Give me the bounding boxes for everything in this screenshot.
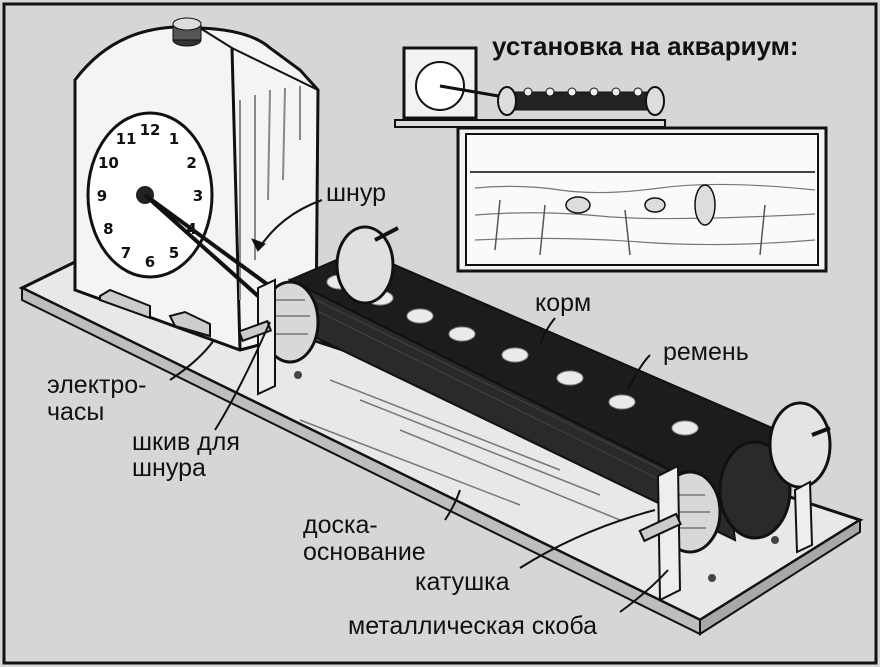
clock-leader bbox=[169, 339, 215, 381]
clock-numeral: 1 bbox=[169, 130, 179, 148]
clock-numeral: 2 bbox=[186, 154, 196, 172]
label-clock-line1: электро- bbox=[47, 371, 147, 399]
label-reel: катушка bbox=[415, 568, 510, 596]
belt-leader bbox=[627, 354, 651, 391]
label-board-line1: доска- bbox=[303, 511, 378, 539]
board-leader bbox=[444, 489, 461, 521]
clock-numeral: 6 bbox=[145, 253, 155, 271]
feed-portion bbox=[406, 308, 434, 324]
pulley-leader bbox=[214, 321, 271, 431]
label-board-line2: основание bbox=[303, 538, 426, 566]
inset-feed-portion bbox=[523, 87, 533, 97]
bracket-leader bbox=[619, 569, 669, 613]
back-left-pulley bbox=[335, 225, 399, 305]
reel-axle bbox=[638, 512, 682, 543]
clock-numeral: 5 bbox=[169, 244, 179, 262]
clock-numeral: 7 bbox=[121, 244, 131, 262]
cord-pulley bbox=[237, 278, 320, 396]
feed-leader bbox=[539, 317, 556, 346]
label-pulley-line1: шкив для bbox=[132, 428, 240, 456]
fish-icon bbox=[644, 197, 666, 213]
inset-title: установка на аквариум: bbox=[492, 31, 799, 61]
inset-feed-portion bbox=[545, 87, 555, 97]
clock-numeral: 10 bbox=[98, 154, 119, 172]
feed-portion bbox=[556, 370, 584, 386]
fish-icon bbox=[694, 184, 716, 226]
aquarium-inset bbox=[394, 46, 828, 273]
reel bbox=[638, 440, 792, 602]
cord bbox=[143, 193, 277, 298]
clock-numeral: 12 bbox=[140, 121, 161, 139]
inset-feed-portion bbox=[611, 87, 621, 97]
clock-numeral: 3 bbox=[193, 187, 203, 205]
metal-bracket bbox=[656, 464, 682, 602]
label-bracket: металлическая скоба bbox=[348, 612, 598, 640]
fish-icon bbox=[565, 196, 591, 214]
label-feed: корм bbox=[535, 289, 592, 317]
label-clock-line2: часы bbox=[47, 398, 105, 426]
feed-portion bbox=[671, 420, 699, 436]
inset-feed-portion bbox=[589, 87, 599, 97]
label-pulley-line2: шнура bbox=[132, 454, 206, 482]
feed-portion bbox=[501, 347, 529, 363]
label-belt: ремень bbox=[663, 338, 749, 366]
back-right-pulley bbox=[768, 401, 832, 554]
leader-lines bbox=[169, 199, 669, 613]
clock-numeral: 8 bbox=[103, 220, 113, 238]
clock-numerals: 121234567891011 bbox=[97, 121, 203, 271]
clock-numeral: 11 bbox=[116, 130, 137, 148]
electric-clock: 121234567891011 bbox=[73, 17, 320, 352]
reel-leader bbox=[519, 509, 656, 569]
clock-numeral: 9 bbox=[97, 187, 107, 205]
feed-portion bbox=[448, 326, 476, 342]
feed-portion bbox=[608, 394, 636, 410]
inset-feed-portion bbox=[633, 87, 643, 97]
inset-feed-portion bbox=[567, 87, 577, 97]
label-cord: шнур bbox=[326, 179, 386, 207]
